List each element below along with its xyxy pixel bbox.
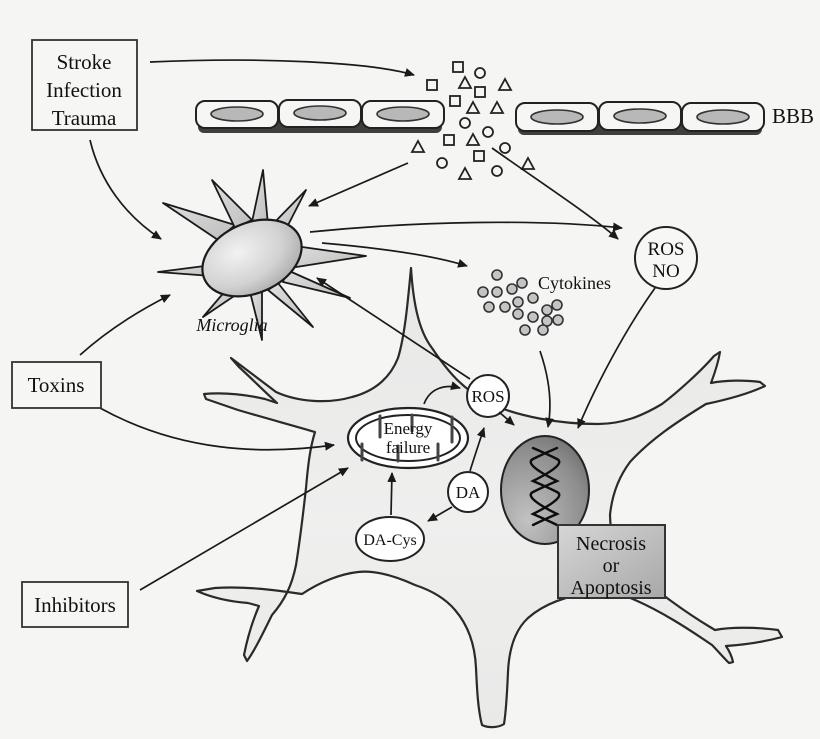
outcome-line1: Necrosis	[576, 533, 646, 555]
outcome-line3: Apoptosis	[570, 577, 651, 599]
energy-failure-line1: Energy	[384, 419, 433, 438]
causes-line2: Infection	[46, 78, 122, 102]
ros-no-line1: ROS	[648, 239, 685, 260]
inhibitors-label: Inhibitors	[34, 593, 116, 617]
toxins-label: Toxins	[28, 373, 85, 397]
mitochondrion: Energy failure	[346, 406, 470, 470]
outcome-box: Necrosis or Apoptosis	[557, 524, 666, 599]
bbb-label: BBB	[772, 104, 814, 128]
inhibitors-box: Inhibitors	[21, 581, 129, 628]
arrow-rosno-to-nucleus	[577, 287, 656, 429]
microglia-cell: Microglia	[157, 169, 367, 341]
arrow-da-to-dacys	[427, 506, 453, 522]
arrow-toxins-to-microglia	[79, 294, 171, 356]
neuron-body-outline	[195, 266, 784, 729]
cell-nucleus	[613, 108, 667, 124]
da-node: DA	[447, 471, 489, 513]
ros-node: ROS	[466, 374, 510, 418]
energy-failure-line2: failure	[386, 438, 430, 457]
arrow-inhibitors-to-mitochondrion	[139, 467, 349, 591]
arrows	[79, 59, 656, 591]
ros-no-node: ROS NO	[634, 226, 698, 290]
particle-triangles	[410, 75, 536, 180]
particle-circles	[436, 67, 511, 177]
cytokines-cluster: Cytokines	[477, 269, 611, 336]
microglia-body	[201, 218, 303, 298]
arrow-microglia-to-rosno	[309, 221, 623, 233]
arrow-mitochondrion-to-ros	[423, 381, 461, 405]
microglia-label: Microglia	[195, 315, 267, 335]
cristae	[360, 413, 454, 463]
ros-no-line2: NO	[652, 261, 679, 282]
cell-nucleus	[696, 109, 750, 125]
arrow-da-to-ros	[469, 427, 486, 472]
causes-box: Stroke Infection Trauma	[31, 39, 138, 131]
toxins-box: Toxins	[11, 361, 102, 409]
blood-brain-barrier: BBB	[195, 99, 814, 135]
ros-label: ROS	[471, 387, 504, 406]
arrow-ros-to-microglia	[316, 277, 471, 380]
arrow-dacys-to-mitochondrion	[387, 472, 397, 516]
arrow-particles-to-microglia	[308, 162, 409, 207]
arrow-microglia-to-cytokines	[321, 242, 468, 268]
cell-nucleus	[210, 106, 264, 122]
leaking-particles	[410, 61, 536, 180]
microglia-spike	[251, 169, 269, 226]
arrow-cytokines-to-nucleus	[539, 350, 555, 428]
causes-line3: Trauma	[52, 106, 117, 130]
causes-line1: Stroke	[57, 50, 112, 74]
cell-nucleus	[293, 105, 347, 121]
dna-helix	[529, 446, 561, 527]
arrow-toxins-to-mitochondrion	[99, 407, 335, 451]
outcome-line2: or	[603, 555, 620, 577]
da-cys-node: DA-Cys	[355, 516, 425, 562]
cell-nucleus	[376, 106, 430, 122]
cell-nucleus	[530, 109, 584, 125]
arrow-ros-to-nucleus	[498, 411, 515, 426]
nucleus	[500, 435, 590, 545]
particle-squares	[426, 61, 486, 162]
arrow-causes-to-bbb	[149, 59, 415, 77]
microglia-spike	[267, 282, 314, 328]
cytokines-label: Cytokines	[538, 273, 611, 293]
neuron-cell	[195, 266, 784, 729]
arrow-causes-to-microglia	[89, 139, 162, 240]
da-cys-label: DA-Cys	[363, 532, 416, 549]
arrow-particles-to-rosno	[491, 147, 619, 240]
da-label: DA	[456, 483, 481, 502]
